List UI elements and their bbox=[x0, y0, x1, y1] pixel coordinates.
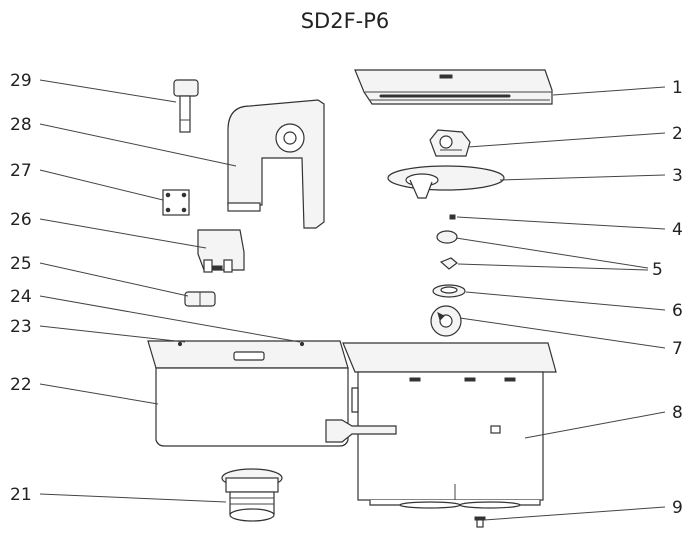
callout-numbers: 1 2 3 4 5 6 7 8 9 21 22 23 24 25 26 27 2… bbox=[10, 71, 683, 518]
callout-29: 29 bbox=[10, 71, 32, 91]
callout-2: 2 bbox=[672, 124, 683, 144]
part-1-glass-cooktop bbox=[354, 69, 553, 105]
callout-9: 9 bbox=[672, 498, 683, 518]
callout-8: 8 bbox=[672, 403, 683, 423]
callout-4: 4 bbox=[672, 220, 683, 240]
callout-3: 3 bbox=[672, 166, 683, 186]
callout-23: 23 bbox=[10, 317, 32, 337]
part-5-fasteners bbox=[436, 230, 458, 270]
leader-lines bbox=[39, 79, 666, 521]
callout-21: 21 bbox=[10, 485, 32, 505]
part-7-drain-valve bbox=[430, 305, 462, 337]
callout-27: 27 bbox=[10, 161, 32, 181]
callout-25: 25 bbox=[10, 254, 32, 274]
callout-7: 7 bbox=[672, 339, 683, 359]
part-2-fan-motor bbox=[429, 129, 471, 157]
callout-24: 24 bbox=[10, 287, 32, 307]
callout-26: 26 bbox=[10, 210, 32, 230]
part-26-control-box bbox=[197, 229, 245, 273]
part-28-exhaust-duct bbox=[227, 99, 325, 229]
callout-6: 6 bbox=[672, 301, 683, 321]
callout-5: 5 bbox=[652, 260, 663, 280]
part-9-drain-screw bbox=[474, 516, 486, 528]
diagram-title: SD2F-P6 bbox=[301, 9, 390, 33]
callout-22: 22 bbox=[10, 375, 32, 395]
callout-1: 1 bbox=[672, 78, 683, 98]
part-6-seal-ring bbox=[432, 284, 466, 298]
sink-overflow-connector bbox=[325, 419, 397, 443]
part-27-mounting-plate bbox=[162, 189, 190, 216]
part-25-connector-clip bbox=[184, 291, 216, 307]
part-22-sink-basin bbox=[147, 340, 349, 447]
part-4-screw bbox=[449, 214, 456, 220]
callout-28: 28 bbox=[10, 115, 32, 135]
part-21-sink-strainer bbox=[221, 468, 283, 522]
part-8-cabinet-body bbox=[342, 342, 557, 509]
part-29-handle-key bbox=[173, 79, 199, 133]
part-3-impeller-plate bbox=[387, 165, 505, 199]
